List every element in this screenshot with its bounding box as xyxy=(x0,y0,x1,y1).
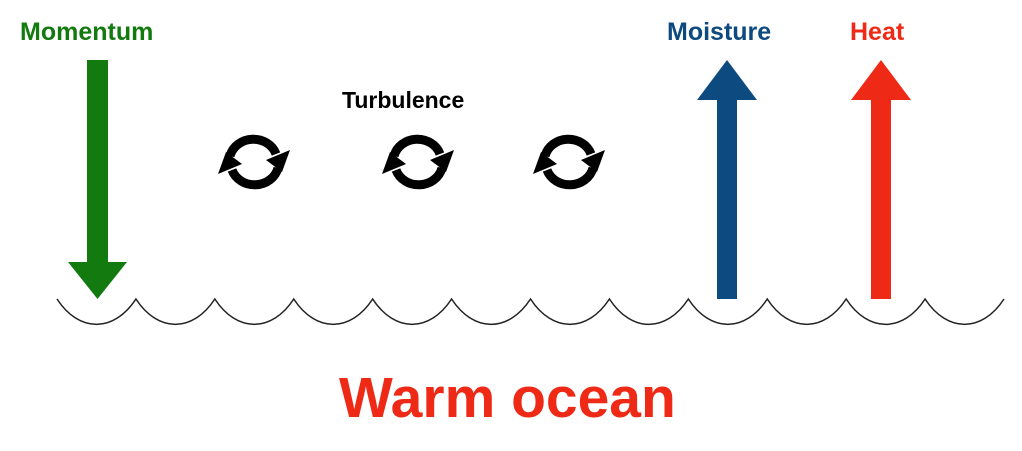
momentum-arrow xyxy=(68,60,127,299)
ocean-surface-wave xyxy=(56,297,1005,325)
circular-arrows-icon xyxy=(218,134,290,190)
circular-arrows-icon xyxy=(382,134,454,190)
circular-arrows-icon xyxy=(533,134,605,190)
heat-arrow xyxy=(851,60,911,299)
moisture-label: Moisture xyxy=(667,18,772,46)
momentum-label: Momentum xyxy=(20,18,154,46)
heat-label: Heat xyxy=(850,18,905,46)
warm-ocean-label: Warm ocean xyxy=(339,366,676,430)
turbulence-label: Turbulence xyxy=(342,87,465,113)
moisture-arrow xyxy=(697,60,757,299)
